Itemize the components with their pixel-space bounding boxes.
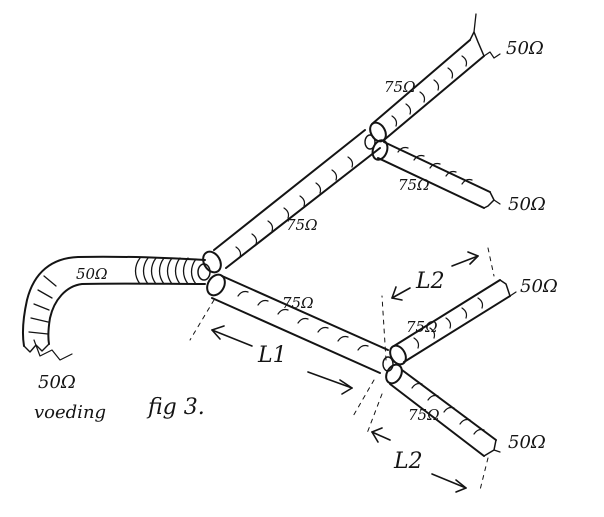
cable-bottom-lower xyxy=(389,369,501,457)
label-load-bottom-lower: 50Ω xyxy=(508,432,546,453)
label-top-lower: 75Ω xyxy=(398,176,430,194)
label-feed-end: 50Ω xyxy=(38,372,76,393)
feed-cable xyxy=(22,255,206,361)
cable-bottom-upper xyxy=(393,279,517,363)
feed-cable-hatching xyxy=(28,257,197,335)
cable-lower-trunk xyxy=(211,275,389,374)
label-load-top-upper: 50Ω xyxy=(506,38,544,59)
label-load-bottom-upper: 50Ω xyxy=(520,276,558,297)
arrow-l1-right xyxy=(307,371,353,395)
label-length-l1: L1 xyxy=(257,343,287,368)
label-top-upper: 75Ω xyxy=(384,78,416,96)
label-trunk-upper: 75Ω xyxy=(286,216,318,234)
cable-top-upper xyxy=(371,13,501,141)
cable-upper-trunk xyxy=(213,129,381,269)
arrow-l2-lower-left xyxy=(371,427,391,443)
label-length-l2-lower: L2 xyxy=(393,449,423,474)
cable-top-lower xyxy=(377,141,501,209)
arrow-l1-left xyxy=(211,325,253,347)
arrow-l2-upper-left xyxy=(391,286,411,301)
label-bottom-upper: 75Ω xyxy=(406,318,438,336)
label-load-top-lower: 50Ω xyxy=(508,194,546,215)
arrow-l2-upper-right xyxy=(451,251,479,267)
label-feed-caption: voeding xyxy=(34,402,106,423)
label-figure: fig 3. xyxy=(146,395,205,420)
arrow-l2-lower-right xyxy=(431,473,467,493)
dimension-guides xyxy=(189,247,495,491)
label-trunk-lower: 75Ω xyxy=(282,294,314,312)
junction-3 xyxy=(382,344,407,385)
junction-2 xyxy=(364,121,389,161)
junction-1 xyxy=(197,250,226,297)
label-bottom-lower: 75Ω xyxy=(408,406,440,424)
label-feed-cable: 50Ω xyxy=(76,265,108,283)
label-length-l2-upper: L2 xyxy=(415,269,445,294)
